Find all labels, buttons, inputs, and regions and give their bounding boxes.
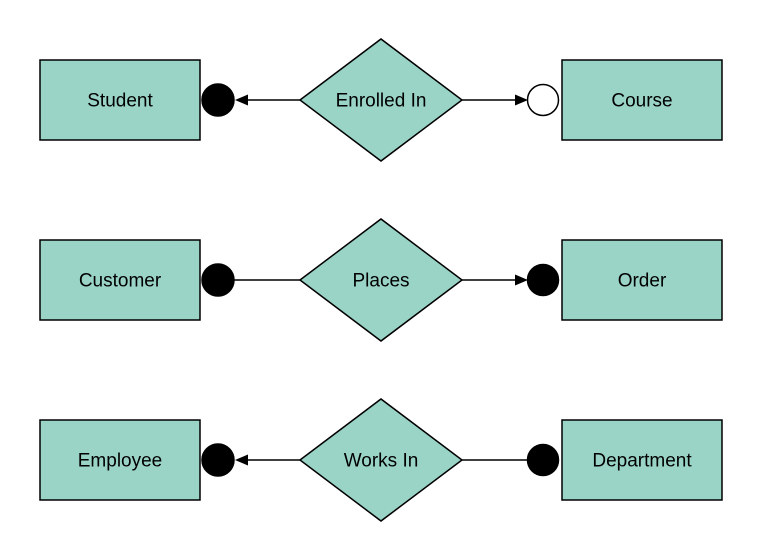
entity-label-student: Student [87,91,153,112]
connector-circle-student-filled [201,83,235,117]
entity-box-employee [39,419,201,501]
arrowhead-toward-employee-icon [235,454,248,466]
entity-box-customer [39,239,201,321]
arrowhead-toward-course-icon [515,94,528,106]
entity-box-course [561,59,723,141]
relationship-label-enrolled-in: Enrolled In [336,91,427,112]
er-row-employee-department: Employee Works In Department [39,398,723,522]
entity-label-employee: Employee [78,451,163,472]
relationship-label-places: Places [352,271,409,292]
connector-circle-course-open [526,83,560,117]
arrowhead-toward-order-icon [515,274,528,286]
entity-box-order [561,239,723,321]
er-row-customer-order: Customer Places Order [39,218,723,342]
er-row-student-course: Student Enrolled In Course [39,38,723,162]
entity-label-customer: Customer [79,271,162,292]
entity-box-student [39,59,201,141]
relationship-label-works-in: Works In [344,451,419,472]
entity-label-order: Order [618,271,667,292]
connector-circle-department-filled [526,443,560,477]
connector-circle-order-filled [526,263,560,297]
connector-circle-employee-filled [201,443,235,477]
entity-label-department: Department [592,451,692,472]
connector-circle-customer-filled [201,263,235,297]
entity-label-course: Course [611,91,672,112]
arrowhead-toward-student-icon [235,94,248,106]
entity-box-department [561,419,723,501]
